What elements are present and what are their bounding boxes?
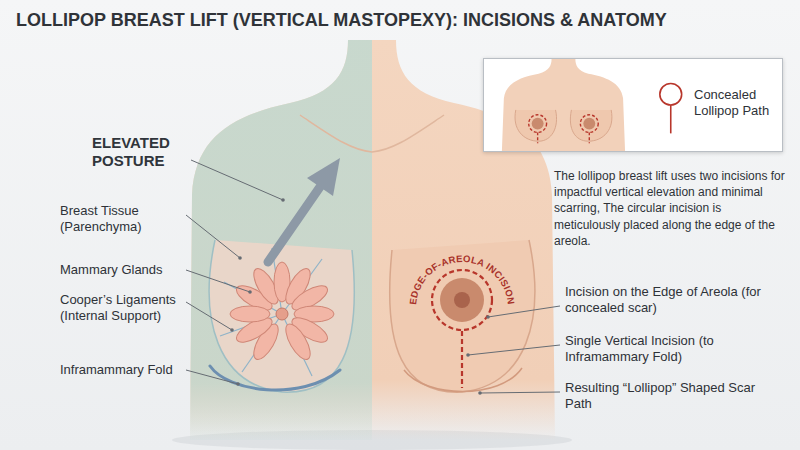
areola bbox=[440, 278, 484, 322]
leader-dots bbox=[230, 198, 490, 395]
anatomy-overlay bbox=[0, 0, 372, 450]
vertical-incision bbox=[461, 331, 463, 388]
part-label: Inframammary Fold bbox=[60, 362, 182, 378]
leader-lines bbox=[186, 160, 560, 393]
collarbone bbox=[300, 115, 444, 152]
breast-outline bbox=[209, 240, 354, 392]
inset-box: Concealed Lollipop Path bbox=[483, 58, 783, 152]
section-heading: ELEVATED POSTURE bbox=[92, 134, 188, 171]
diagram-title: LOLLIPOP BREAST LIFT (VERTICAL MASTOPEXY… bbox=[16, 10, 667, 32]
inframammary-fold bbox=[210, 366, 340, 390]
breast-outline bbox=[390, 240, 535, 392]
mammary-glands bbox=[220, 248, 334, 376]
curved-label: EDGE-OF-AREOLA INCISION bbox=[407, 253, 517, 305]
nipple bbox=[454, 292, 470, 308]
part-label: Mammary Glands bbox=[60, 262, 182, 278]
areola-incision bbox=[432, 270, 492, 330]
part-label: Breast Tissue (Parenchyma) bbox=[60, 203, 182, 235]
inset-caption: Concealed Lollipop Path bbox=[694, 87, 780, 120]
curved-label: EDGE-OF-AREOLA INCISION bbox=[407, 253, 517, 305]
incision-label: Resulting “Lollipop” Shaped Scar Path bbox=[565, 380, 780, 412]
note-text: The lollipop breast lift uses two incisi… bbox=[554, 168, 788, 249]
incision-label: Single Vertical Incision (to Inframammar… bbox=[565, 333, 780, 365]
incision-label: Incision on the Edge of Areola (for conc… bbox=[565, 284, 780, 316]
part-label: Cooper’s Ligaments (Internal Support) bbox=[60, 292, 182, 324]
elevation-arrow bbox=[268, 158, 340, 262]
